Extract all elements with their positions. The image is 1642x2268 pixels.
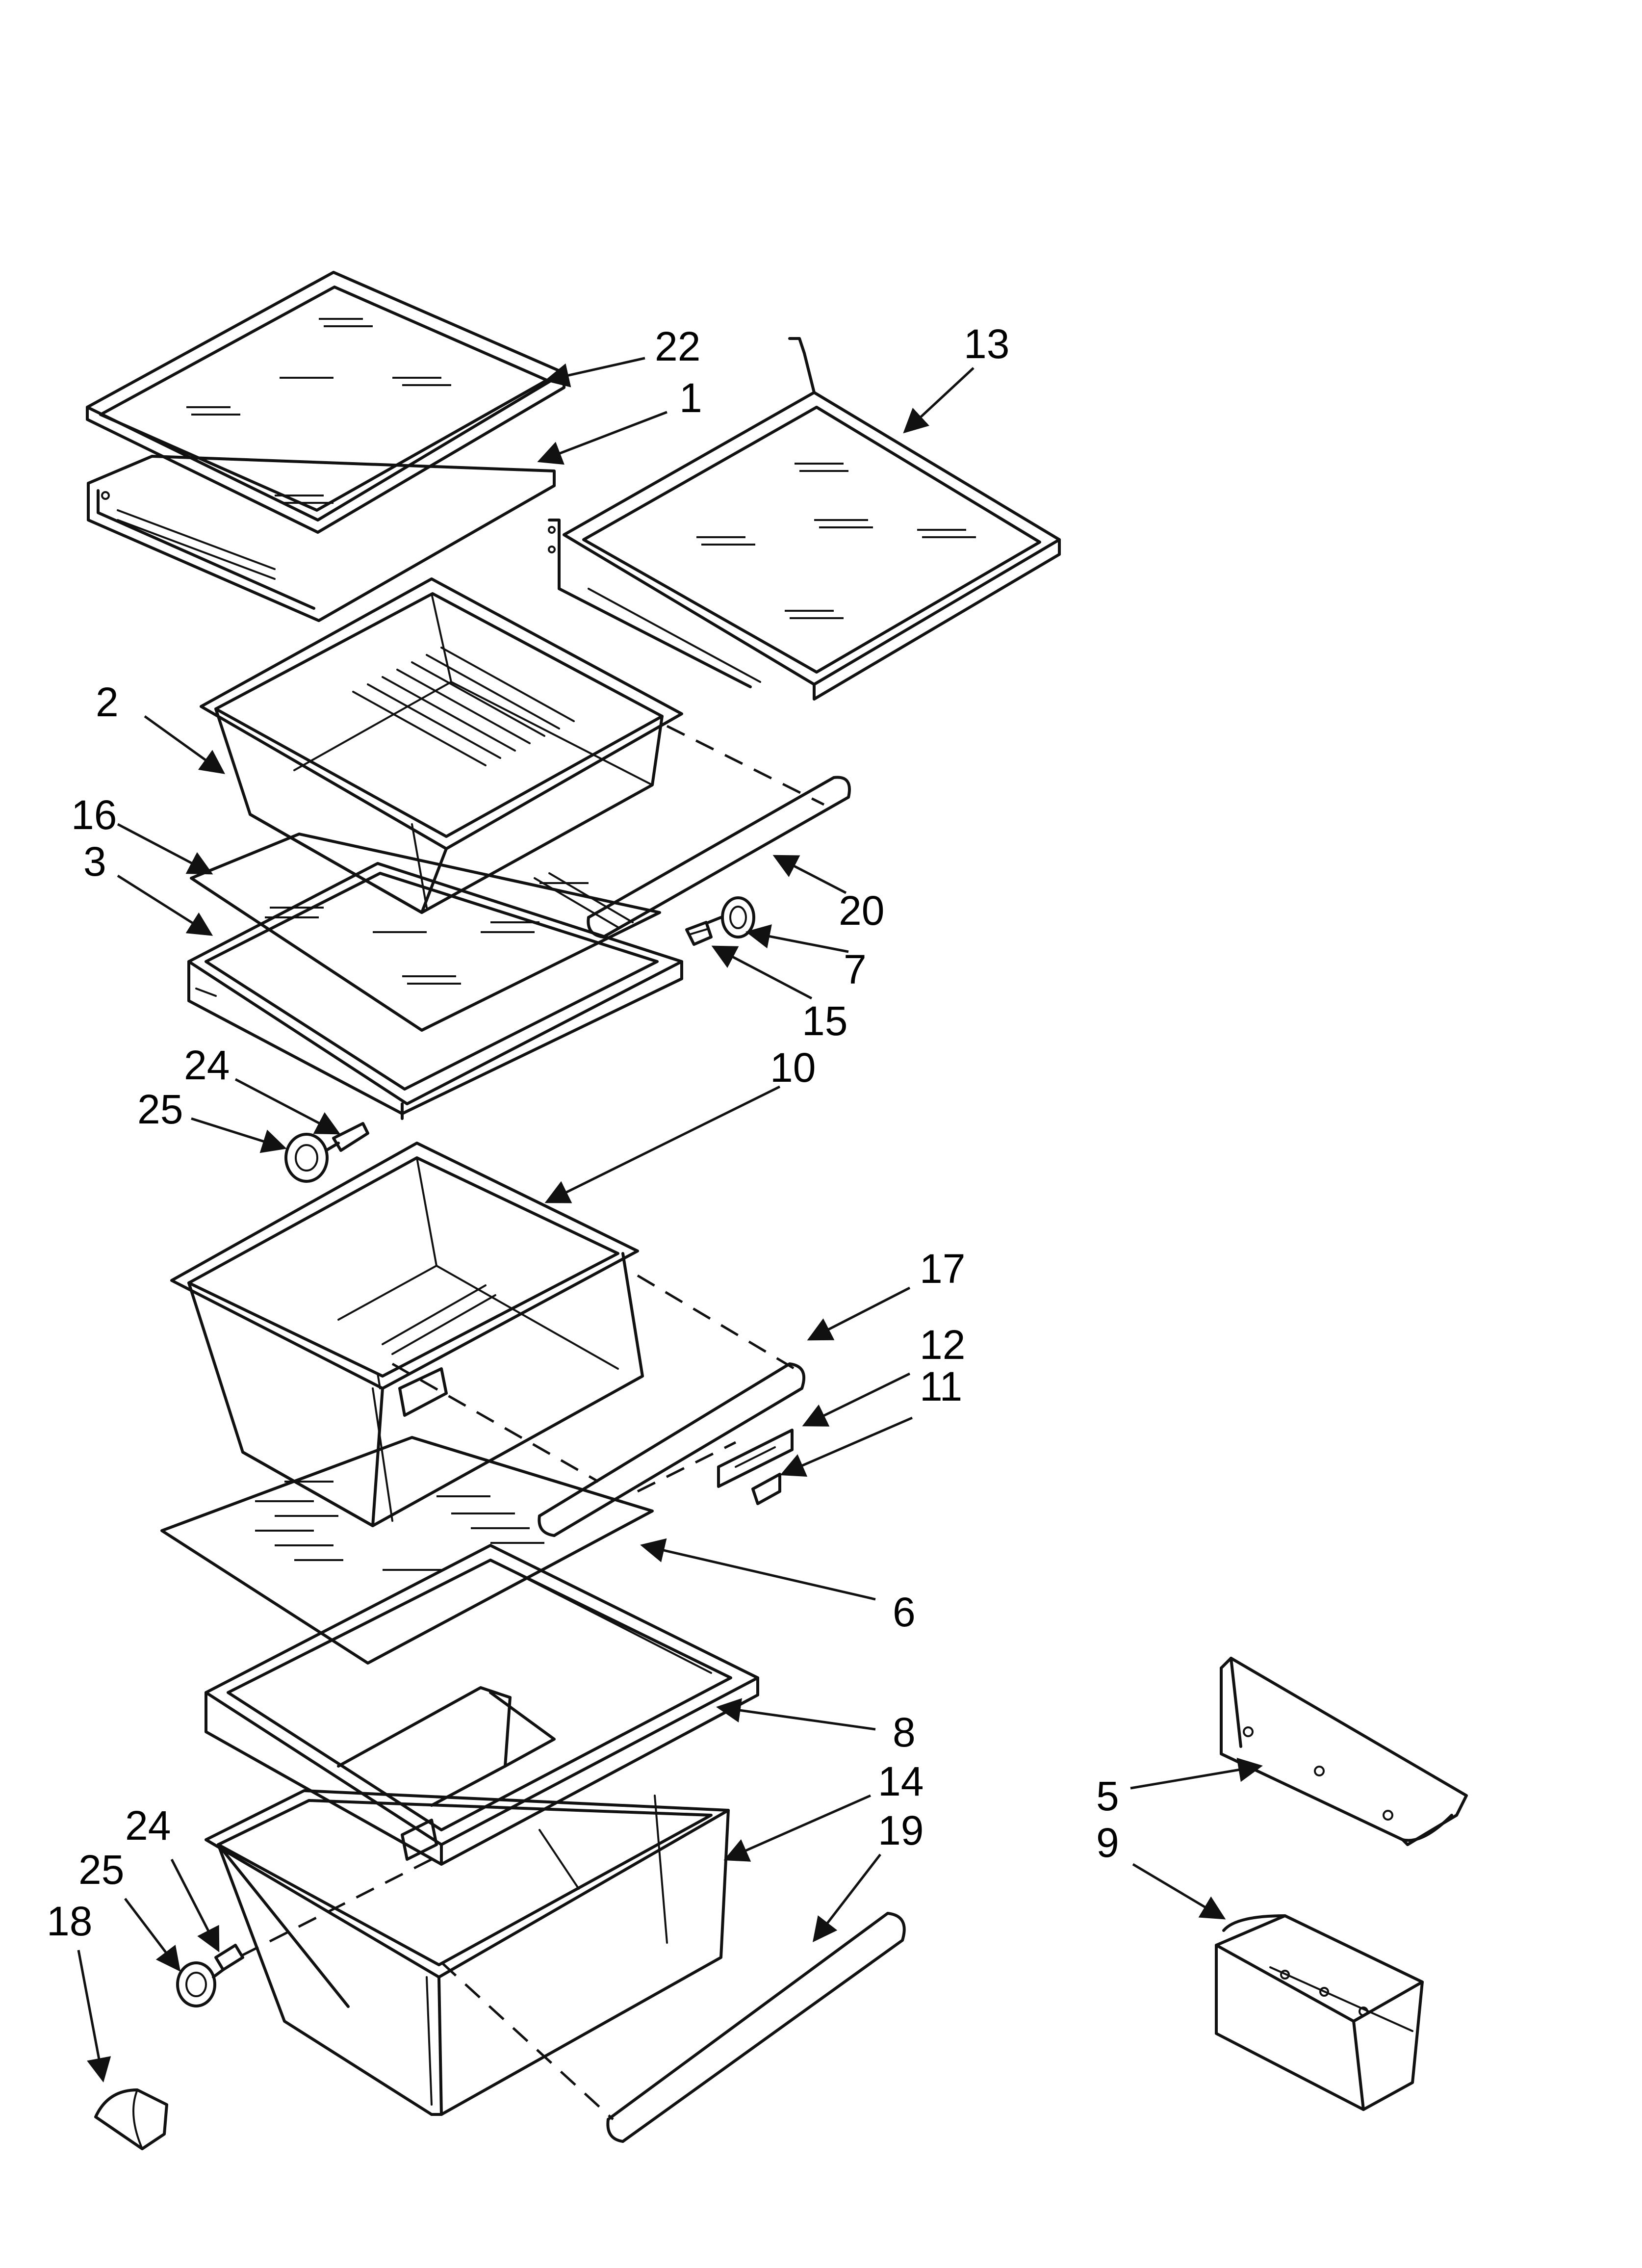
part-25-roller-lower <box>176 1961 225 2007</box>
callout-9: 9 <box>1096 1820 1119 1866</box>
part-13-glass-shelf <box>548 337 1061 701</box>
callout-5: 5 <box>1096 1773 1119 1819</box>
part-24-axle-upper <box>332 1122 369 1152</box>
callout-8: 8 <box>893 1709 916 1755</box>
part-8-crisper-frame <box>205 1544 759 1866</box>
callout-24-upper: 24 <box>184 1042 230 1088</box>
callout-24-lower: 24 <box>125 1802 171 1849</box>
callout-11: 11 <box>920 1363 962 1409</box>
part-7-roller <box>707 896 755 938</box>
part-9-door-bin <box>1215 1914 1424 2111</box>
callout-2: 2 <box>96 679 119 725</box>
part-1-shelf-frame <box>87 455 556 622</box>
part-20-cover-strip <box>587 776 851 938</box>
part-22-glass-shelf <box>86 271 565 534</box>
callout-22: 22 <box>655 323 700 369</box>
part-24-axle-lower <box>214 1944 244 1971</box>
callout-20: 20 <box>839 887 884 934</box>
part-25-roller-upper <box>284 1133 340 1183</box>
part-19-cover-strip <box>606 1912 906 2143</box>
part-3-crisper-frame <box>187 862 683 1120</box>
part-11-clip <box>751 1473 781 1505</box>
part-18-cap <box>94 2088 168 2150</box>
callout-14: 14 <box>878 1758 924 1804</box>
callout-25-lower: 25 <box>78 1847 124 1893</box>
callout-18: 18 <box>47 1898 92 1944</box>
glass-texture-lines <box>255 1481 544 1571</box>
callout-19: 19 <box>878 1807 924 1853</box>
part-10-crisper-pan <box>170 1142 644 1527</box>
part-16-crisper-cover-glass <box>190 833 661 1032</box>
part-15-screw <box>685 921 713 946</box>
callout-12: 12 <box>920 1322 965 1368</box>
callout-1: 1 <box>679 375 702 421</box>
callout-25-upper: 25 <box>137 1086 183 1132</box>
callout-15: 15 <box>802 998 847 1044</box>
callout-16: 16 <box>71 792 117 838</box>
part-12-bracket <box>717 1429 794 1488</box>
callout-17: 17 <box>920 1246 965 1292</box>
callout-labels: 22 1 13 2 16 3 20 7 15 24 25 10 17 12 11… <box>47 321 1119 1944</box>
crisper-ribs <box>352 647 575 766</box>
alignment-lines <box>242 725 825 2120</box>
part-6-crisper-cover-glass <box>160 1436 654 1665</box>
part-5-bin-rail <box>1220 1657 1468 1846</box>
part-17-cover-strip <box>538 1362 805 1537</box>
callout-7: 7 <box>844 946 867 992</box>
callout-10: 10 <box>770 1044 816 1091</box>
callout-6: 6 <box>893 1589 916 1635</box>
callout-13: 13 <box>964 321 1009 367</box>
leader-lines <box>77 357 1263 2083</box>
part-14-crisper-pan <box>205 1789 730 2116</box>
callout-3: 3 <box>83 838 106 885</box>
part-2-crisper-pan <box>200 577 683 914</box>
